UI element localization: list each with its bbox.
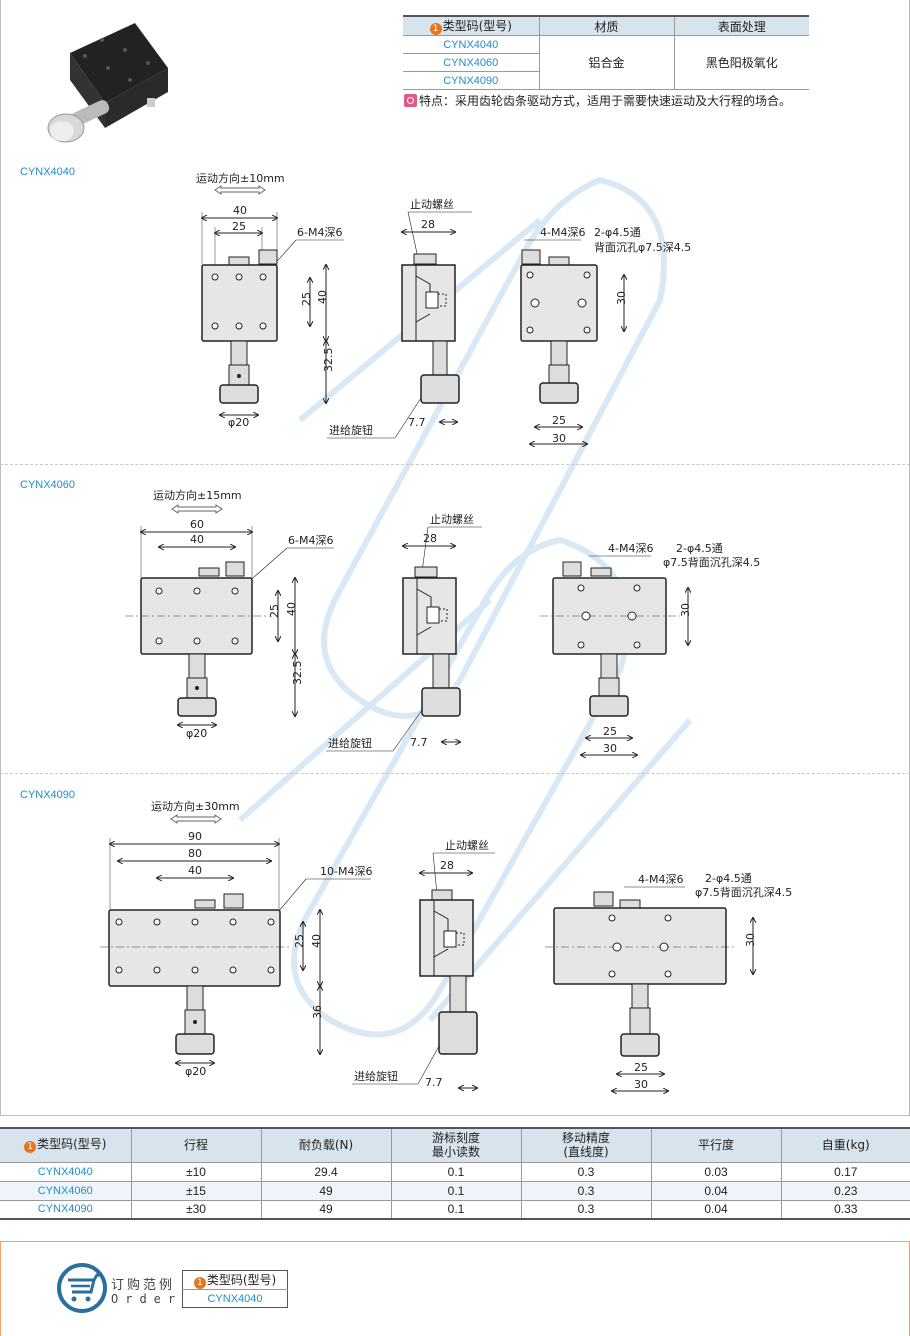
code-cell: CYNX4040	[403, 35, 539, 54]
col-surface: 表面处理	[673, 15, 809, 36]
order-title-en: Order	[111, 1292, 183, 1306]
material-cell: 铝合金	[538, 35, 674, 90]
badge-1: 1	[429, 23, 442, 35]
svg-text:36: 36	[311, 1005, 324, 1019]
svg-text:7.7: 7.7	[410, 736, 428, 749]
svg-text:运动方向±15mm: 运动方向±15mm	[153, 488, 242, 502]
svg-text:2-φ4.5通: 2-φ4.5通	[676, 542, 723, 555]
svg-text:32.5: 32.5	[291, 661, 304, 686]
svg-text:30: 30	[603, 742, 617, 755]
svg-text:2-φ4.5通: 2-φ4.5通	[594, 226, 641, 239]
svg-text:φ20: φ20	[228, 416, 249, 429]
svg-text:φ20: φ20	[186, 727, 207, 740]
svg-text:40: 40	[316, 290, 329, 304]
col-material: 材质	[538, 15, 675, 36]
svg-text:6-M4深6: 6-M4深6	[288, 534, 333, 547]
svg-text:25: 25	[552, 414, 566, 427]
svg-text:90: 90	[188, 830, 202, 843]
svg-text:10-M4深6: 10-M4深6	[320, 865, 372, 878]
svg-text:30: 30	[744, 933, 757, 947]
svg-text:进给旋钮: 进给旋钮	[328, 736, 372, 750]
drawing-cynx4090: 运动方向±30mm 90 80 40 10-M4深6 25 40 36 φ20 …	[100, 799, 792, 1110]
svg-text:4-M4深6: 4-M4深6	[608, 542, 653, 555]
order-code: CYNX4040	[207, 1292, 263, 1305]
svg-text:60: 60	[190, 518, 204, 531]
svg-text:止动螺丝: 止动螺丝	[410, 198, 454, 211]
svg-text:80: 80	[188, 847, 202, 860]
svg-text:止动螺丝: 止动螺丝	[445, 839, 489, 852]
svg-text:25: 25	[603, 725, 617, 738]
svg-text:25: 25	[268, 604, 281, 618]
surface-cell: 黑色阳极氧化	[673, 35, 809, 90]
col-parallelism: 平行度	[650, 1127, 781, 1162]
svg-text:φ20: φ20	[185, 1065, 206, 1078]
svg-text:30: 30	[552, 432, 566, 445]
svg-text:40: 40	[190, 533, 204, 546]
col-weight: 自重(kg)	[780, 1127, 910, 1162]
drawing-cynx4040: 运动方向±10mm 40 25 6-M4深6 25 40 32.5 φ20 止动…	[196, 171, 691, 460]
feature-note: 特点：采用齿轮齿条驱动方式，适用于需要快速运动及大行程的场合。	[404, 92, 791, 109]
svg-text:进给旋钮: 进给旋钮	[354, 1069, 398, 1083]
svg-text:28: 28	[423, 532, 437, 545]
feature-icon	[404, 94, 417, 107]
col-stroke: 行程	[130, 1127, 261, 1162]
svg-text:40: 40	[310, 934, 323, 948]
section-label-cynx4090: CYNX4090	[20, 789, 76, 801]
section-label-cynx4060: CYNX4060	[20, 479, 76, 491]
motion-arrow-icon	[170, 814, 222, 824]
section-divider	[0, 464, 910, 465]
svg-text:40: 40	[188, 864, 202, 877]
motion-arrow-icon	[171, 504, 223, 514]
svg-text:25: 25	[293, 934, 306, 948]
svg-text:40: 40	[285, 602, 298, 616]
svg-text:7.7: 7.7	[425, 1076, 443, 1089]
col-load: 耐负载(N)	[260, 1127, 391, 1162]
svg-text:30: 30	[615, 291, 628, 305]
svg-text:7.7: 7.7	[408, 416, 426, 429]
code-cell: CYNX4060	[403, 53, 539, 72]
motion-label: 运动方向±10mm	[196, 171, 285, 185]
svg-text:25: 25	[634, 1061, 648, 1074]
drawing-cynx4060: 运动方向±15mm 60 40 6-M4深6 25 40 32.5 φ20 止动…	[125, 488, 760, 770]
svg-text:4-M4深6: 4-M4深6	[540, 226, 585, 239]
svg-text:28: 28	[421, 218, 435, 231]
product-photo	[47, 23, 168, 143]
svg-text:4-M4深6: 4-M4深6	[638, 873, 683, 886]
motion-arrow-icon	[214, 185, 266, 195]
section-label-cynx4040: CYNX4040	[20, 166, 76, 178]
code-cell: CYNX4090	[403, 71, 539, 90]
svg-text:止动螺丝: 止动螺丝	[430, 513, 474, 526]
svg-text:28: 28	[440, 859, 454, 872]
svg-text:进给旋钮: 进给旋钮	[329, 423, 373, 437]
svg-text:φ7.5背面沉孔深4.5: φ7.5背面沉孔深4.5	[695, 885, 792, 899]
svg-text:25: 25	[300, 292, 313, 306]
svg-text:30: 30	[679, 603, 692, 617]
section-divider	[0, 773, 910, 774]
svg-text:25: 25	[232, 220, 246, 233]
svg-text:40: 40	[233, 204, 247, 217]
svg-text:32.5: 32.5	[322, 348, 335, 373]
shopping-cart-icon	[57, 1263, 107, 1313]
svg-text:φ7.5背面沉孔深4.5: φ7.5背面沉孔深4.5	[663, 555, 760, 569]
svg-text:2-φ4.5通: 2-φ4.5通	[705, 872, 752, 885]
svg-text:6-M4深6: 6-M4深6	[297, 226, 342, 239]
order-title-cn: 订购范例	[111, 1278, 176, 1293]
svg-text:运动方向±30mm: 运动方向±30mm	[151, 799, 240, 813]
col-vernier: 游标刻度最小读数	[390, 1127, 521, 1162]
col-accuracy: 移动精度(直线度)	[520, 1127, 651, 1162]
svg-text:30: 30	[634, 1078, 648, 1091]
svg-text:背面沉孔φ7.5深4.5: 背面沉孔φ7.5深4.5	[594, 240, 691, 254]
